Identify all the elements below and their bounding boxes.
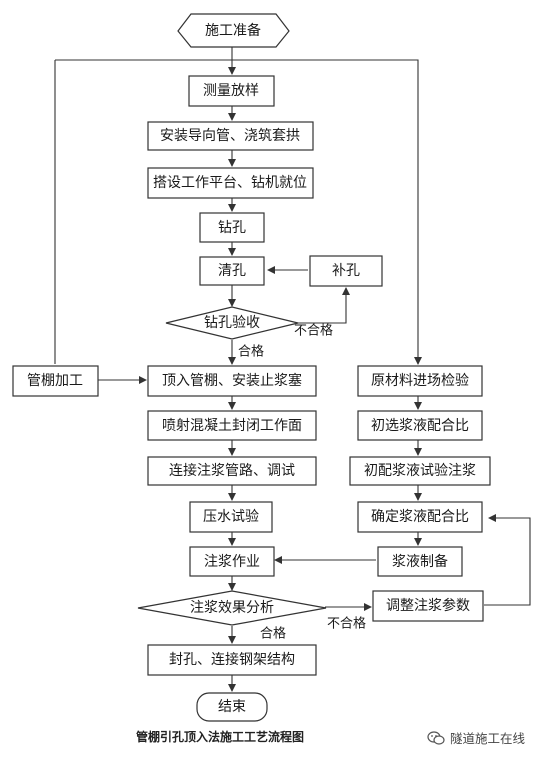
node-grouting [189,546,275,577]
node-drill-check [165,306,299,340]
node-connect-pipe [147,456,317,486]
nodes: 施工准备 测量放样 安装导向管、浇筑套拱 搭设工作平台、钻机就位 钻孔 清孔 补… [12,13,491,722]
node-adjust-params [372,590,484,622]
node-connect-pipe-label: 连接注浆管路、调试 [169,462,295,479]
node-confirm-ratio [357,501,483,533]
node-guide-pipe-label: 安装导向管、浇筑套拱 [160,128,300,144]
node-water-test [189,501,273,533]
edge-check-patch [298,287,350,324]
node-initial-select [357,410,483,441]
node-start [177,13,290,48]
node-slurry-prep [377,546,463,577]
node-effect-analysis [137,590,327,626]
node-shed-process [12,365,99,397]
node-push-shed-label: 顶入管棚、安装止浆塞 [162,372,302,389]
node-platform-label: 搭设工作平台、钻机就位 [153,175,307,191]
node-shotcrete-label: 喷射混凝土封闭工作面 [162,418,302,434]
node-seal-label: 封孔、连接钢架结构 [169,651,295,668]
node-effect-analysis-label: 注浆效果分析 [190,600,274,616]
edge-top-right [55,59,422,365]
edge-label-effect-pass: 合格 [260,626,286,642]
node-survey [188,75,275,107]
node-end-label: 结束 [218,699,246,715]
node-clean-hole [199,256,265,286]
node-patch-hole-label: 补孔 [332,263,360,279]
node-shed-process-label: 管棚加工 [27,373,83,389]
node-drill [199,212,265,243]
node-drill-label: 钻孔 [218,220,246,236]
edge-label-effect-fail: 不合格 [327,616,366,632]
node-push-shed [147,365,317,397]
wechat-icon [427,730,445,745]
node-end [196,692,268,722]
node-confirm-ratio-label: 确定浆液配合比 [371,509,469,525]
edge-label-drill-pass: 合格 [238,344,264,360]
node-platform [147,167,314,199]
edge-adjust-confirm [484,514,531,606]
node-clean-hole-label: 清孔 [218,263,246,279]
node-slurry-prep-label: 浆液制备 [392,553,448,570]
node-initial-test [349,456,491,486]
connectors [54,47,531,692]
node-grouting-label: 注浆作业 [204,554,260,570]
node-survey-label: 测量放样 [203,83,259,99]
figure-caption: 管棚引孔顶入法施工工艺流程图 [135,730,304,744]
node-seal [147,644,317,676]
node-water-test-label: 压水试验 [203,509,259,525]
edge-labels: 不合格 合格 合格 不合格 [238,323,366,642]
watermark: 隧道施工在线 [427,728,525,747]
node-patch-hole [309,255,383,287]
node-adjust-params-label: 调整注浆参数 [386,597,470,614]
node-initial-test-label: 初配浆液试验注浆 [364,462,476,479]
edge-label-drill-fail: 不合格 [294,323,333,339]
node-material-check [357,365,483,397]
node-guide-pipe [147,121,314,151]
node-material-check-label: 原材料进场检验 [371,373,469,389]
node-shotcrete [147,410,317,441]
node-drill-check-label: 钻孔验收 [204,315,260,331]
node-start-label: 施工准备 [205,22,261,39]
watermark-text: 隧道施工在线 [450,731,526,746]
node-initial-select-label: 初选浆液配合比 [371,417,469,434]
